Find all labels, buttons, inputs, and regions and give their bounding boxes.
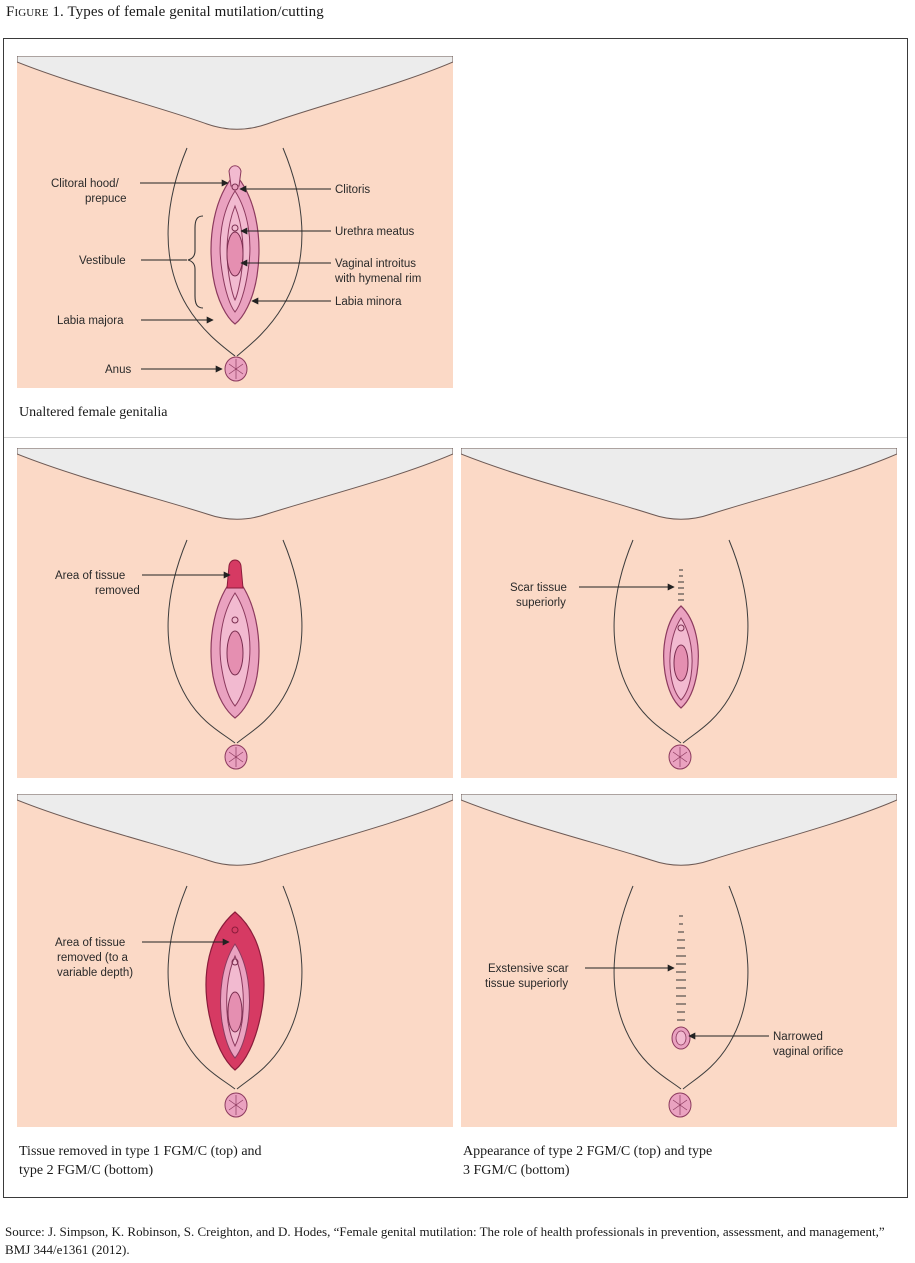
panel-type2: Area of tissue removed (to a variable de… [17, 794, 453, 1127]
caption-right-line1: Appearance of type 2 FGM/C (top) and typ… [463, 1144, 713, 1159]
caption-unaltered: Unaltered female genitalia [19, 405, 168, 420]
panel-type3: Exstensive scar tissue superiorly Narrow… [461, 794, 897, 1127]
label-narrowed: Narrowed [773, 1031, 823, 1043]
panel-type2-scar: Scar tissue superiorly [461, 448, 897, 778]
label-clitoral-hood: Clitoral hood/ [51, 178, 120, 190]
figure-label: Figure 1. [6, 4, 64, 20]
vulva-shape [210, 165, 260, 325]
figure-title: Figure 1. Types of female genital mutila… [6, 4, 324, 21]
label-superiorly: superiorly [516, 597, 566, 609]
type2-illustration: Area of tissue removed (to a variable de… [17, 794, 453, 1127]
label-tissue-superiorly: tissue superiorly [485, 978, 568, 990]
label-labia-minora: Labia minora [335, 296, 402, 308]
label-hymenal-rim: with hymenal rim [334, 273, 421, 285]
caption-left: Tissue removed in type 1 FGM/C (top) and… [19, 1142, 319, 1180]
label-anus: Anus [105, 364, 131, 376]
source-citation: Source: J. Simpson, K. Robinson, S. Crei… [5, 1224, 885, 1257]
caption-left-line2: type 2 FGM/C (bottom) [19, 1163, 154, 1178]
figure-frame [3, 38, 908, 1198]
panel-type1: Area of tissue removed [17, 448, 453, 778]
type2-scar-illustration: Scar tissue superiorly [461, 448, 897, 778]
label-vaginal-introitus: Vaginal introitus [335, 258, 416, 270]
figure-title-text: Types of female genital mutilation/cutti… [67, 4, 324, 20]
label-type2-removed: removed (to a [57, 952, 129, 964]
panel-divider [4, 437, 907, 438]
panel-unaltered: Clitoral hood/ prepuce Clitoris Urethra … [17, 56, 453, 388]
label-prepuce: prepuce [85, 193, 127, 205]
label-scar-tissue: Scar tissue [510, 582, 567, 594]
label-labia-majora: Labia majora [57, 315, 124, 327]
label-type2-depth: variable depth) [57, 967, 133, 979]
caption-left-line1: Tissue removed in type 1 FGM/C (top) and [19, 1144, 262, 1159]
label-urethra: Urethra meatus [335, 226, 415, 238]
label-clitoris: Clitoris [335, 184, 370, 196]
type1-illustration: Area of tissue removed [17, 448, 453, 778]
anus-shape [224, 356, 248, 382]
caption-right-line2: 3 FGM/C (bottom) [463, 1163, 570, 1178]
label-type2-area: Area of tissue [55, 937, 125, 949]
label-type1-area: Area of tissue [55, 570, 125, 582]
unaltered-illustration: Clitoral hood/ prepuce Clitoris Urethra … [17, 56, 453, 388]
type3-illustration: Exstensive scar tissue superiorly Narrow… [461, 794, 897, 1127]
caption-right: Appearance of type 2 FGM/C (top) and typ… [463, 1142, 763, 1180]
label-type1-removed: removed [95, 585, 140, 597]
label-vestibule: Vestibule [79, 255, 126, 267]
label-extensive-scar: Exstensive scar [488, 963, 569, 975]
label-vaginal-orifice: vaginal orifice [773, 1046, 843, 1058]
